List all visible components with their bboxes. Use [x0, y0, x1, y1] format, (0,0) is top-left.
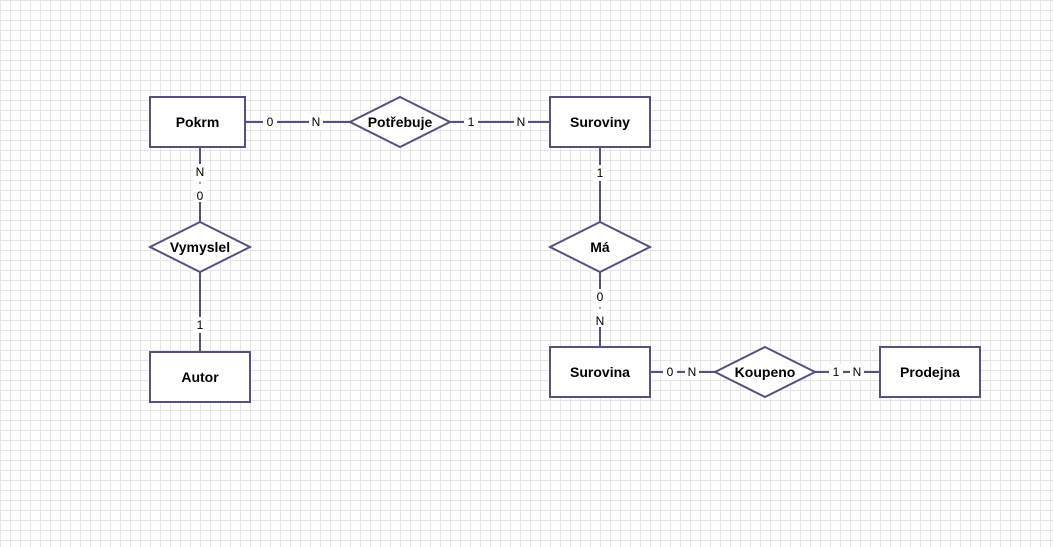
cardinality-label: N [688, 365, 697, 379]
cardinality-label: 1 [197, 318, 204, 332]
relationship-label: Potřebuje [368, 114, 433, 130]
cardinality-label: 1 [833, 365, 840, 379]
cardinality-label: 0 [667, 365, 674, 379]
entity-label: Surovina [570, 364, 630, 380]
entity-label: Suroviny [570, 114, 630, 130]
cardinality-separator: · [598, 300, 602, 314]
cardinality-label: 0 [597, 290, 604, 304]
cardinality-label: N [196, 165, 205, 179]
cardinality-label: N [517, 115, 526, 129]
entity-label: Autor [181, 369, 219, 385]
cardinality-label: 0 [197, 189, 204, 203]
cardinality-label: 1 [468, 115, 475, 129]
entity-prodejna[interactable]: Prodejna [879, 346, 981, 398]
entity-label: Pokrm [176, 114, 220, 130]
cardinality-label: 0 [267, 115, 274, 129]
cardinality-label: N [596, 314, 605, 328]
cardinality-labels: 0 N 1 N N · 0 1 1 0 · N 0 N 1 N [193, 114, 864, 380]
relationship-label: Koupeno [735, 364, 796, 380]
relationship-label: Vymyslel [170, 239, 230, 255]
relationship-vymyslel[interactable]: Vymyslel [147, 220, 253, 274]
cardinality-separator: · [198, 175, 202, 189]
entity-pokrm[interactable]: Pokrm [149, 96, 246, 148]
cardinality-label: N [853, 365, 862, 379]
connectors [199, 121, 880, 373]
entity-label: Prodejna [900, 364, 960, 380]
cardinality-label: 1 [597, 166, 604, 180]
cardinality-label: N [312, 115, 321, 129]
entity-surovina[interactable]: Surovina [549, 346, 651, 398]
entity-suroviny[interactable]: Suroviny [549, 96, 651, 148]
entity-autor[interactable]: Autor [149, 351, 251, 403]
relationship-label: Má [590, 239, 610, 255]
relationship-ma[interactable]: Má [547, 220, 653, 274]
relationship-potrebuje[interactable]: Potřebuje [347, 95, 453, 149]
relationship-koupeno[interactable]: Koupeno [712, 345, 818, 399]
